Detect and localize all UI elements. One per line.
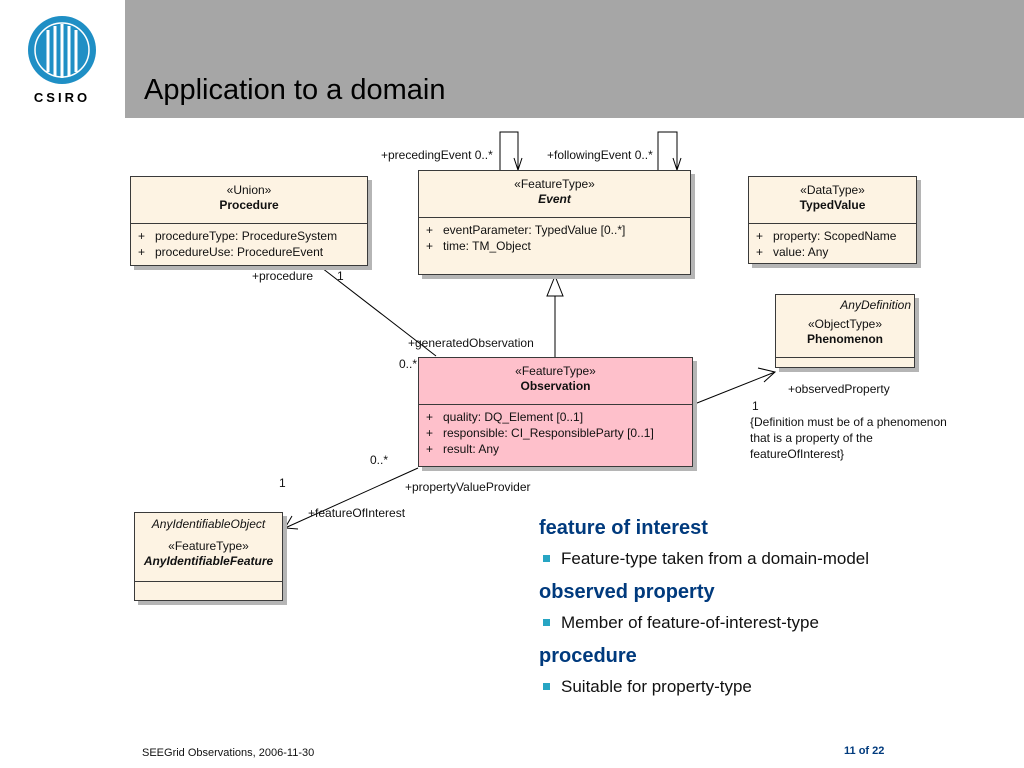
bullet-heading: observed property — [539, 581, 715, 603]
bullet-item: Suitable for property-type — [539, 675, 1009, 699]
page-title: Application to a domain — [144, 74, 446, 106]
feature-of-interest-association — [284, 467, 419, 529]
label-feature-of-interest: +featureOfInterest — [308, 506, 406, 520]
typed-value-attribute: +property: ScopedName — [756, 229, 897, 243]
label-preceding-event: +precedingEvent 0..* — [381, 148, 493, 162]
preceding-event-loop — [499, 131, 519, 170]
feature-name: AnyIdentifiableFeature — [143, 554, 274, 568]
label-procedure-role: +procedure — [252, 269, 314, 283]
event-attribute: +eventParameter: TypedValue [0..*] — [426, 223, 626, 237]
procedure-attribute: +procedureUse: ProcedureEvent — [138, 245, 324, 259]
logo-text: CSIRO — [33, 90, 91, 105]
label-feature-mult: 1 — [279, 476, 286, 490]
observation-stereotype: «FeatureType» — [515, 364, 596, 378]
page-number: 11 of 22 — [844, 745, 884, 757]
class-procedure[interactable]: «Union» Procedure +procedureType: Proced… — [130, 176, 368, 266]
class-any-identifiable-feature[interactable]: AnyIdentifiableObject «FeatureType» AnyI… — [134, 512, 283, 601]
class-observation[interactable]: «FeatureType» Observation +quality: DQ_E… — [418, 357, 693, 467]
label-observed-property: +observedProperty — [788, 382, 890, 396]
typed-value-stereotype: «DataType» — [800, 183, 865, 197]
observation-attribute: +result: Any — [426, 442, 500, 456]
observed-property-association — [691, 371, 776, 406]
class-phenomenon[interactable]: AnyDefinition «ObjectType» Phenomenon — [775, 294, 915, 368]
procedure-association — [321, 267, 437, 357]
observation-attribute: +quality: DQ_Element [0..1] — [426, 410, 584, 424]
following-event-loop — [657, 131, 678, 170]
page-total: 22 — [872, 745, 885, 757]
bullet-heading: feature of interest — [539, 517, 708, 539]
label-provider-mult: 0..* — [370, 453, 389, 467]
label-observed-mult: 1 — [752, 399, 759, 413]
observation-name: Observation — [520, 379, 591, 393]
event-name: Event — [538, 192, 571, 206]
generalization-arrow — [546, 274, 564, 297]
class-event[interactable]: «FeatureType» Event +eventParameter: Typ… — [418, 170, 691, 275]
phenomenon-abstract: AnyDefinition — [840, 298, 911, 312]
class-typed-value[interactable]: «DataType» TypedValue +property: ScopedN… — [748, 176, 917, 264]
label-following-event: +followingEvent 0..* — [547, 148, 653, 162]
procedure-name: Procedure — [219, 198, 279, 212]
typed-value-attribute: +value: Any — [756, 245, 829, 259]
bullet-square-icon — [543, 619, 550, 626]
bullet-item: Member of feature-of-interest-type — [539, 611, 1009, 635]
bullet-square-icon — [543, 555, 550, 562]
phenomenon-stereotype: «ObjectType» — [807, 317, 883, 331]
observation-attribute: +responsible: CI_ResponsibleParty [0..1] — [426, 426, 654, 440]
header-band — [125, 0, 1024, 118]
event-attribute: +time: TM_Object — [426, 239, 531, 253]
procedure-attribute: +procedureType: ProcedureSystem — [138, 229, 338, 243]
label-property-value-provider: +propertyValueProvider — [405, 480, 531, 494]
feature-abstract: AnyIdentifiableObject — [151, 517, 266, 531]
csiro-logo-icon — [28, 16, 96, 84]
feature-stereotype: «FeatureType» — [168, 539, 249, 553]
note-definition-constraint: {Definition must be of a phenomenon that… — [750, 415, 947, 461]
footer-text: SEEGrid Observations, 2006-11-30 — [142, 747, 315, 759]
bullet-square-icon — [543, 683, 550, 690]
bullet-heading: procedure — [539, 645, 637, 667]
typed-value-name: TypedValue — [799, 198, 866, 212]
procedure-stereotype: «Union» — [226, 183, 272, 197]
event-stereotype: «FeatureType» — [514, 177, 595, 191]
phenomenon-name: Phenomenon — [806, 332, 883, 346]
page-of: of — [858, 745, 870, 757]
bullet-item: Feature-type taken from a domain-model — [539, 547, 1009, 571]
page-current: 11 — [844, 745, 856, 757]
label-generated-observation: +generatedObservation — [408, 336, 534, 350]
bullet-list: feature of interest Feature-type taken f… — [539, 515, 1009, 699]
label-generated-mult: 0..* — [399, 357, 418, 371]
label-procedure-mult: 1 — [337, 269, 344, 283]
